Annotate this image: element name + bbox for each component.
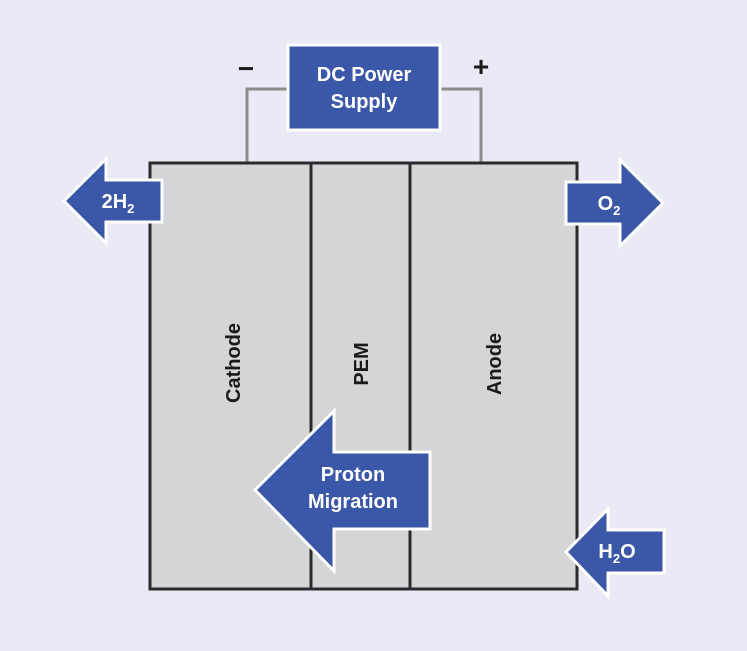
- oxygen-arrow-label: O2: [598, 193, 621, 218]
- hydrogen-arrow-shape: [61, 155, 164, 247]
- anode-layer: [408, 161, 579, 591]
- circuit-wires: [245, 87, 483, 163]
- proton-migration-arrow: Proton Migration: [252, 407, 432, 575]
- water-input-arrow: H2O: [563, 505, 666, 600]
- water-subscript: 2: [613, 551, 620, 566]
- water-arrow-shape: [563, 505, 666, 600]
- electrolyzer-cell: [148, 161, 579, 591]
- anode-label: Anode: [484, 333, 506, 395]
- negative-wire: [245, 87, 288, 163]
- oxygen-main-text: O: [598, 193, 614, 215]
- negative-terminal-sign: −: [238, 53, 254, 84]
- proton-arrow-shape: [252, 407, 432, 575]
- proton-label-line2: Migration: [308, 491, 398, 513]
- water-arrow-label: H2O: [598, 541, 635, 566]
- pem-label: PEM: [351, 342, 373, 385]
- water-main-text: H: [598, 541, 612, 563]
- cathode-label: Cathode: [223, 323, 245, 403]
- positive-terminal-sign: +: [473, 51, 489, 82]
- power-supply-line1: DC Power: [317, 64, 412, 86]
- oxygen-subscript: 2: [613, 203, 620, 218]
- power-supply-line2: Supply: [331, 91, 399, 113]
- hydrogen-arrow-label: 2H2: [102, 191, 135, 216]
- hydrogen-output-arrow: 2H2: [61, 155, 164, 247]
- positive-wire: [440, 87, 483, 163]
- hydrogen-subscript: 2: [127, 201, 134, 216]
- power-supply-box: [286, 43, 442, 132]
- dc-power-supply: DC Power Supply: [286, 43, 442, 132]
- water-tail-text: O: [620, 541, 636, 563]
- proton-label-line1: Proton: [321, 464, 385, 486]
- hydrogen-main-text: 2H: [102, 191, 128, 213]
- oxygen-arrow-shape: [564, 156, 666, 250]
- oxygen-output-arrow: O2: [564, 156, 666, 250]
